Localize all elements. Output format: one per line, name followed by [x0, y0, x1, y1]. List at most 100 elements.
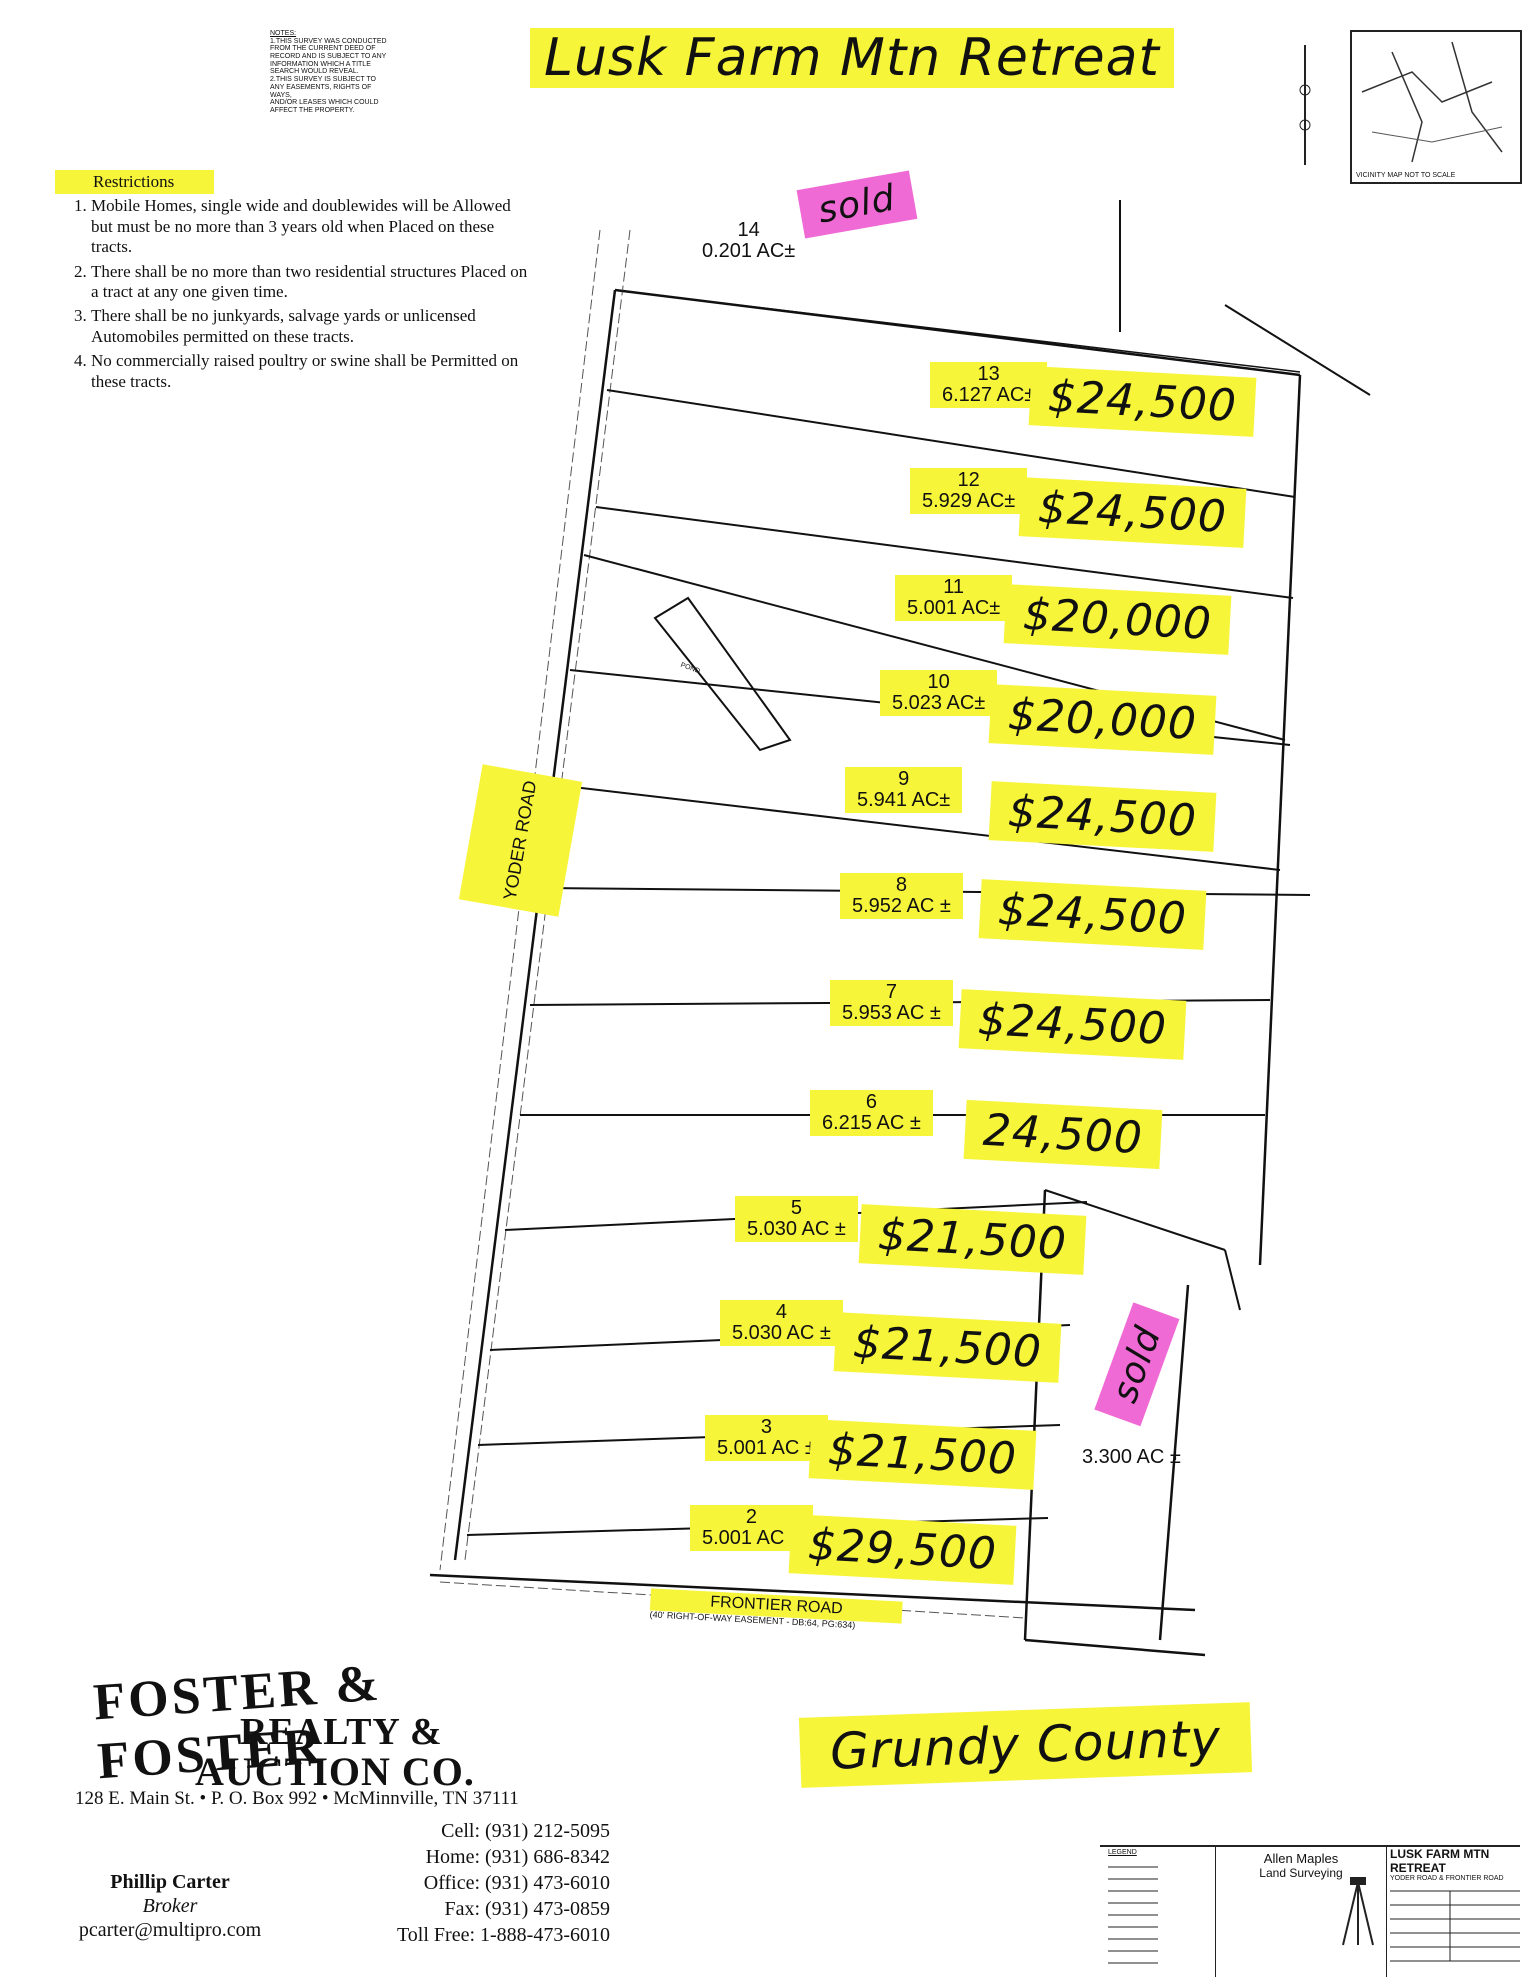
- tract-price: $24,500: [1018, 477, 1247, 548]
- vicinity-map: VICINITY MAP NOT TO SCALE: [1350, 30, 1522, 184]
- tract-number: 9: [898, 768, 910, 790]
- notes-line: RECORD AND IS SUBJECT TO ANY: [270, 53, 387, 61]
- tract-acreage: 5.953 AC ±: [842, 1002, 941, 1024]
- tract-acreage: 5.929 AC±: [922, 490, 1016, 512]
- agent-card: Phillip Carter Broker pcarter@multipro.c…: [50, 1870, 290, 1942]
- notes-line: SEARCH WOULD REVEAL.: [270, 68, 359, 76]
- tract-number: 3: [760, 1416, 772, 1438]
- restriction-item: Mobile Homes, single wide and doublewide…: [91, 196, 535, 257]
- tract-acreage: 5.023 AC±: [892, 692, 986, 714]
- tract-number: 2: [745, 1506, 757, 1528]
- tract-number: 10: [927, 671, 950, 693]
- notes-line: INFORMATION WHICH A TITLE: [270, 60, 371, 68]
- restrictions-heading: Restrictions: [55, 170, 215, 195]
- pond-outline: [653, 596, 792, 752]
- tract-acreage: 6.127 AC±: [942, 384, 1036, 406]
- notes-line: 2.THIS SURVEY IS SUBJECT TO: [270, 76, 376, 84]
- contact-line: Home: (931) 686-8342: [425, 1846, 610, 1868]
- project-table: [1390, 1890, 1520, 1962]
- tract-acreage: 5.001 AC ±: [717, 1437, 816, 1459]
- tract-price: $29,500: [788, 1514, 1017, 1585]
- title-block: LEGEND Allen Maples Land Surveying LUSK …: [1100, 1845, 1520, 1982]
- tract-number: 6: [865, 1091, 877, 1113]
- tract-label: 3.300 AC ±: [1070, 1445, 1193, 1470]
- notes-line: AND/OR LEASES WHICH COULD: [270, 99, 379, 107]
- agent-email[interactable]: pcarter@multipro.com: [78, 1919, 262, 1941]
- tract-price: $21,500: [833, 1312, 1062, 1383]
- tract-price: $20,000: [1003, 584, 1232, 655]
- tract-acreage: 5.941 AC±: [857, 789, 951, 811]
- tract-price: $24,500: [978, 879, 1207, 950]
- tripod-icon: [1342, 1877, 1374, 1946]
- contact-line: Office: (931) 473-6010: [423, 1872, 610, 1894]
- restrictions-list: Mobile Homes, single wide and doublewide…: [55, 196, 535, 392]
- legend-heading: LEGEND: [1108, 1849, 1137, 1856]
- contact-line: Cell: (931) 212-5095: [441, 1820, 610, 1842]
- north-arrow-icon: [1295, 45, 1315, 170]
- notes-heading: NOTES:: [270, 30, 297, 37]
- tract-number: 8: [895, 874, 907, 896]
- restriction-item: There shall be no more than two resident…: [91, 262, 535, 303]
- tract-acreage: 0.201 AC±: [702, 240, 796, 262]
- project-box: LUSK FARM MTN RETREAT YODER ROAD & FRONT…: [1390, 1847, 1520, 1988]
- tract-price: $24,500: [1028, 366, 1257, 437]
- tract-number: 11: [943, 576, 965, 598]
- restrictions: Restrictions Mobile Homes, single wide a…: [55, 170, 535, 396]
- page-title: Lusk Farm Mtn Retreat: [530, 28, 1174, 88]
- notes-line: 1.THIS SURVEY WAS CONDUCTED: [270, 37, 387, 45]
- tract-acreage: 5.001 AC±: [907, 597, 1001, 619]
- tract-price: $20,000: [988, 684, 1217, 755]
- contact-line: Fax: (931) 473-0859: [444, 1898, 610, 1920]
- notes-line: ANY EASEMENTS, RIGHTS OF WAYS,: [270, 83, 372, 99]
- restriction-item: No commercially raised poultry or swine …: [91, 351, 535, 392]
- agent-name: Phillip Carter: [110, 1871, 230, 1893]
- tract-number: 5: [790, 1197, 802, 1219]
- tract-price: $21,500: [858, 1204, 1087, 1275]
- tract-number: 14: [737, 219, 760, 241]
- restriction-item: There shall be no junkyards, salvage yar…: [91, 306, 535, 347]
- tract-acreage: 3.300 AC ±: [1082, 1446, 1181, 1468]
- project-sub: YODER ROAD & FRONTIER ROAD: [1390, 1875, 1504, 1882]
- tract-number: 4: [775, 1301, 787, 1323]
- company-address: 128 E. Main St. • P. O. Box 992 • McMinn…: [75, 1788, 519, 1809]
- contact-line: Toll Free: 1-888-473-6010: [396, 1924, 610, 1946]
- agent-role: Broker: [142, 1895, 198, 1917]
- surveyor-box: Allen Maples Land Surveying: [1215, 1847, 1387, 1977]
- notes-line: AFFECT THE PROPERTY.: [270, 106, 355, 114]
- tract-acreage: 5.001 AC ±: [702, 1527, 801, 1549]
- vicinity-map-drawing: [1361, 41, 1503, 163]
- project-name: LUSK FARM MTN RETREAT: [1390, 1847, 1490, 1875]
- tract-acreage: 5.952 AC ±: [852, 895, 951, 917]
- company-name-line2: REALTY &: [240, 1711, 443, 1753]
- tract-number: 7: [885, 981, 897, 1003]
- notes-line: FROM THE CURRENT DEED OF: [270, 45, 376, 53]
- company-name-line3: AUCTION CO.: [195, 1749, 475, 1794]
- tract-acreage: 6.215 AC ±: [822, 1112, 921, 1134]
- tract-price: $21,500: [808, 1419, 1037, 1490]
- vicinity-caption: VICINITY MAP NOT TO SCALE: [1356, 172, 1456, 180]
- tract-price: $24,500: [958, 989, 1187, 1060]
- tract-acreage: 5.030 AC ±: [732, 1322, 831, 1344]
- tract-acreage: 5.030 AC ±: [747, 1218, 846, 1240]
- tract-price: $24,500: [988, 781, 1217, 852]
- tract-number: 13: [977, 363, 1000, 385]
- tract-number: 12: [957, 469, 980, 491]
- surveyor-name: Allen Maples: [1263, 1851, 1339, 1866]
- tract-price: 24,500: [963, 1099, 1163, 1170]
- company-logo: FOSTER & FOSTER REALTY & AUCTION CO.: [65, 1640, 625, 1794]
- legend-symbols: [1108, 1861, 1168, 1984]
